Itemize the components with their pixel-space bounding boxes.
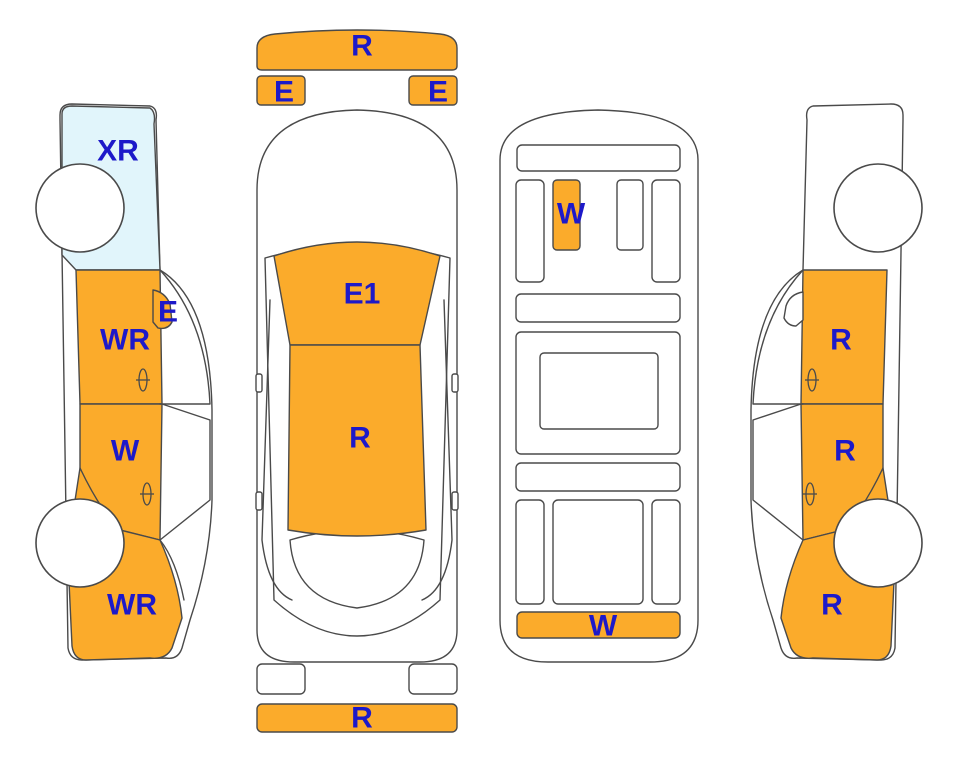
- right-front-wheel: [833, 163, 923, 253]
- right-side-window-line: [752, 269, 804, 405]
- front-bumper-panel[interactable]: [256, 29, 458, 71]
- top-view: E1 R: [255, 109, 459, 663]
- headlight-right-panel[interactable]: [408, 75, 458, 106]
- right-front-door-handle: [805, 368, 819, 392]
- top-view-inner-right: [421, 299, 453, 601]
- left-side-window-line-2: [159, 403, 211, 541]
- rear-end-group: R: [256, 663, 458, 735]
- interior-front-seat-row: [515, 293, 681, 323]
- right-rear-door-handle: [803, 482, 817, 506]
- right-front-door-label: R: [830, 324, 852, 357]
- left-rear-door-handle: [140, 482, 154, 506]
- interior-rear-left-area: [515, 499, 545, 605]
- interior-rear-seat-row: [515, 462, 681, 492]
- hood-panel[interactable]: [273, 241, 441, 346]
- left-mirror-label: E: [158, 296, 178, 329]
- top-view-mirror-left: [255, 373, 263, 393]
- headlight-right-label: E: [428, 76, 448, 109]
- interior-rear-floor-panel[interactable]: [516, 611, 681, 639]
- interior-rear-right-area: [651, 499, 681, 605]
- rear-bumper-panel[interactable]: [256, 703, 458, 733]
- hood-label: E1: [344, 278, 381, 311]
- left-rear-door-label: W: [111, 435, 140, 468]
- tail-light-right-panel[interactable]: [408, 663, 458, 695]
- roof-panel[interactable]: [287, 344, 427, 537]
- interior-console: [616, 179, 644, 251]
- interior-rear-center-area: [552, 499, 644, 605]
- interior-dashboard: [516, 144, 681, 172]
- left-rear-wheel: [35, 498, 125, 588]
- left-rear-glass-label: XR: [97, 135, 139, 168]
- left-side-window-line: [159, 269, 211, 405]
- top-view-inner-left: [261, 299, 293, 601]
- interior-front-right-area: [651, 179, 681, 283]
- top-view-mirror-right: [451, 373, 459, 393]
- rear-bumper-label: R: [351, 702, 373, 735]
- right-mirror: [783, 291, 804, 327]
- right-side-view: R R R: [750, 103, 923, 661]
- left-mirror-panel[interactable]: [152, 289, 173, 330]
- left-front-wheel: [35, 163, 125, 253]
- left-rear-quarter-label: WR: [107, 589, 157, 622]
- interior-front-seat-label: W: [557, 198, 586, 231]
- interior-middle-console: [539, 352, 659, 430]
- front-bumper-label: R: [351, 30, 373, 63]
- interior-view: W W: [499, 109, 699, 663]
- front-end-group: R E E: [256, 29, 458, 109]
- right-rear-wheel: [833, 498, 923, 588]
- left-side-lower-line: [159, 539, 185, 601]
- interior-rear-floor-label: W: [589, 610, 618, 643]
- right-side-window-line-2: [752, 403, 804, 541]
- right-rear-quarter-label: R: [821, 589, 843, 622]
- left-front-door-label: WR: [100, 324, 150, 357]
- top-view-handle-left: [255, 491, 263, 511]
- left-side-view: XR E WR W WR: [35, 103, 213, 661]
- left-front-door-handle: [136, 368, 150, 392]
- roof-label: R: [349, 422, 371, 455]
- interior-front-seat-panel[interactable]: [552, 179, 581, 251]
- interior-front-left-area: [515, 179, 545, 283]
- tail-light-left-panel[interactable]: [256, 663, 306, 695]
- headlight-left-label: E: [274, 76, 294, 109]
- headlight-left-panel[interactable]: [256, 75, 306, 106]
- top-view-handle-right: [451, 491, 459, 511]
- right-rear-door-label: R: [834, 435, 856, 468]
